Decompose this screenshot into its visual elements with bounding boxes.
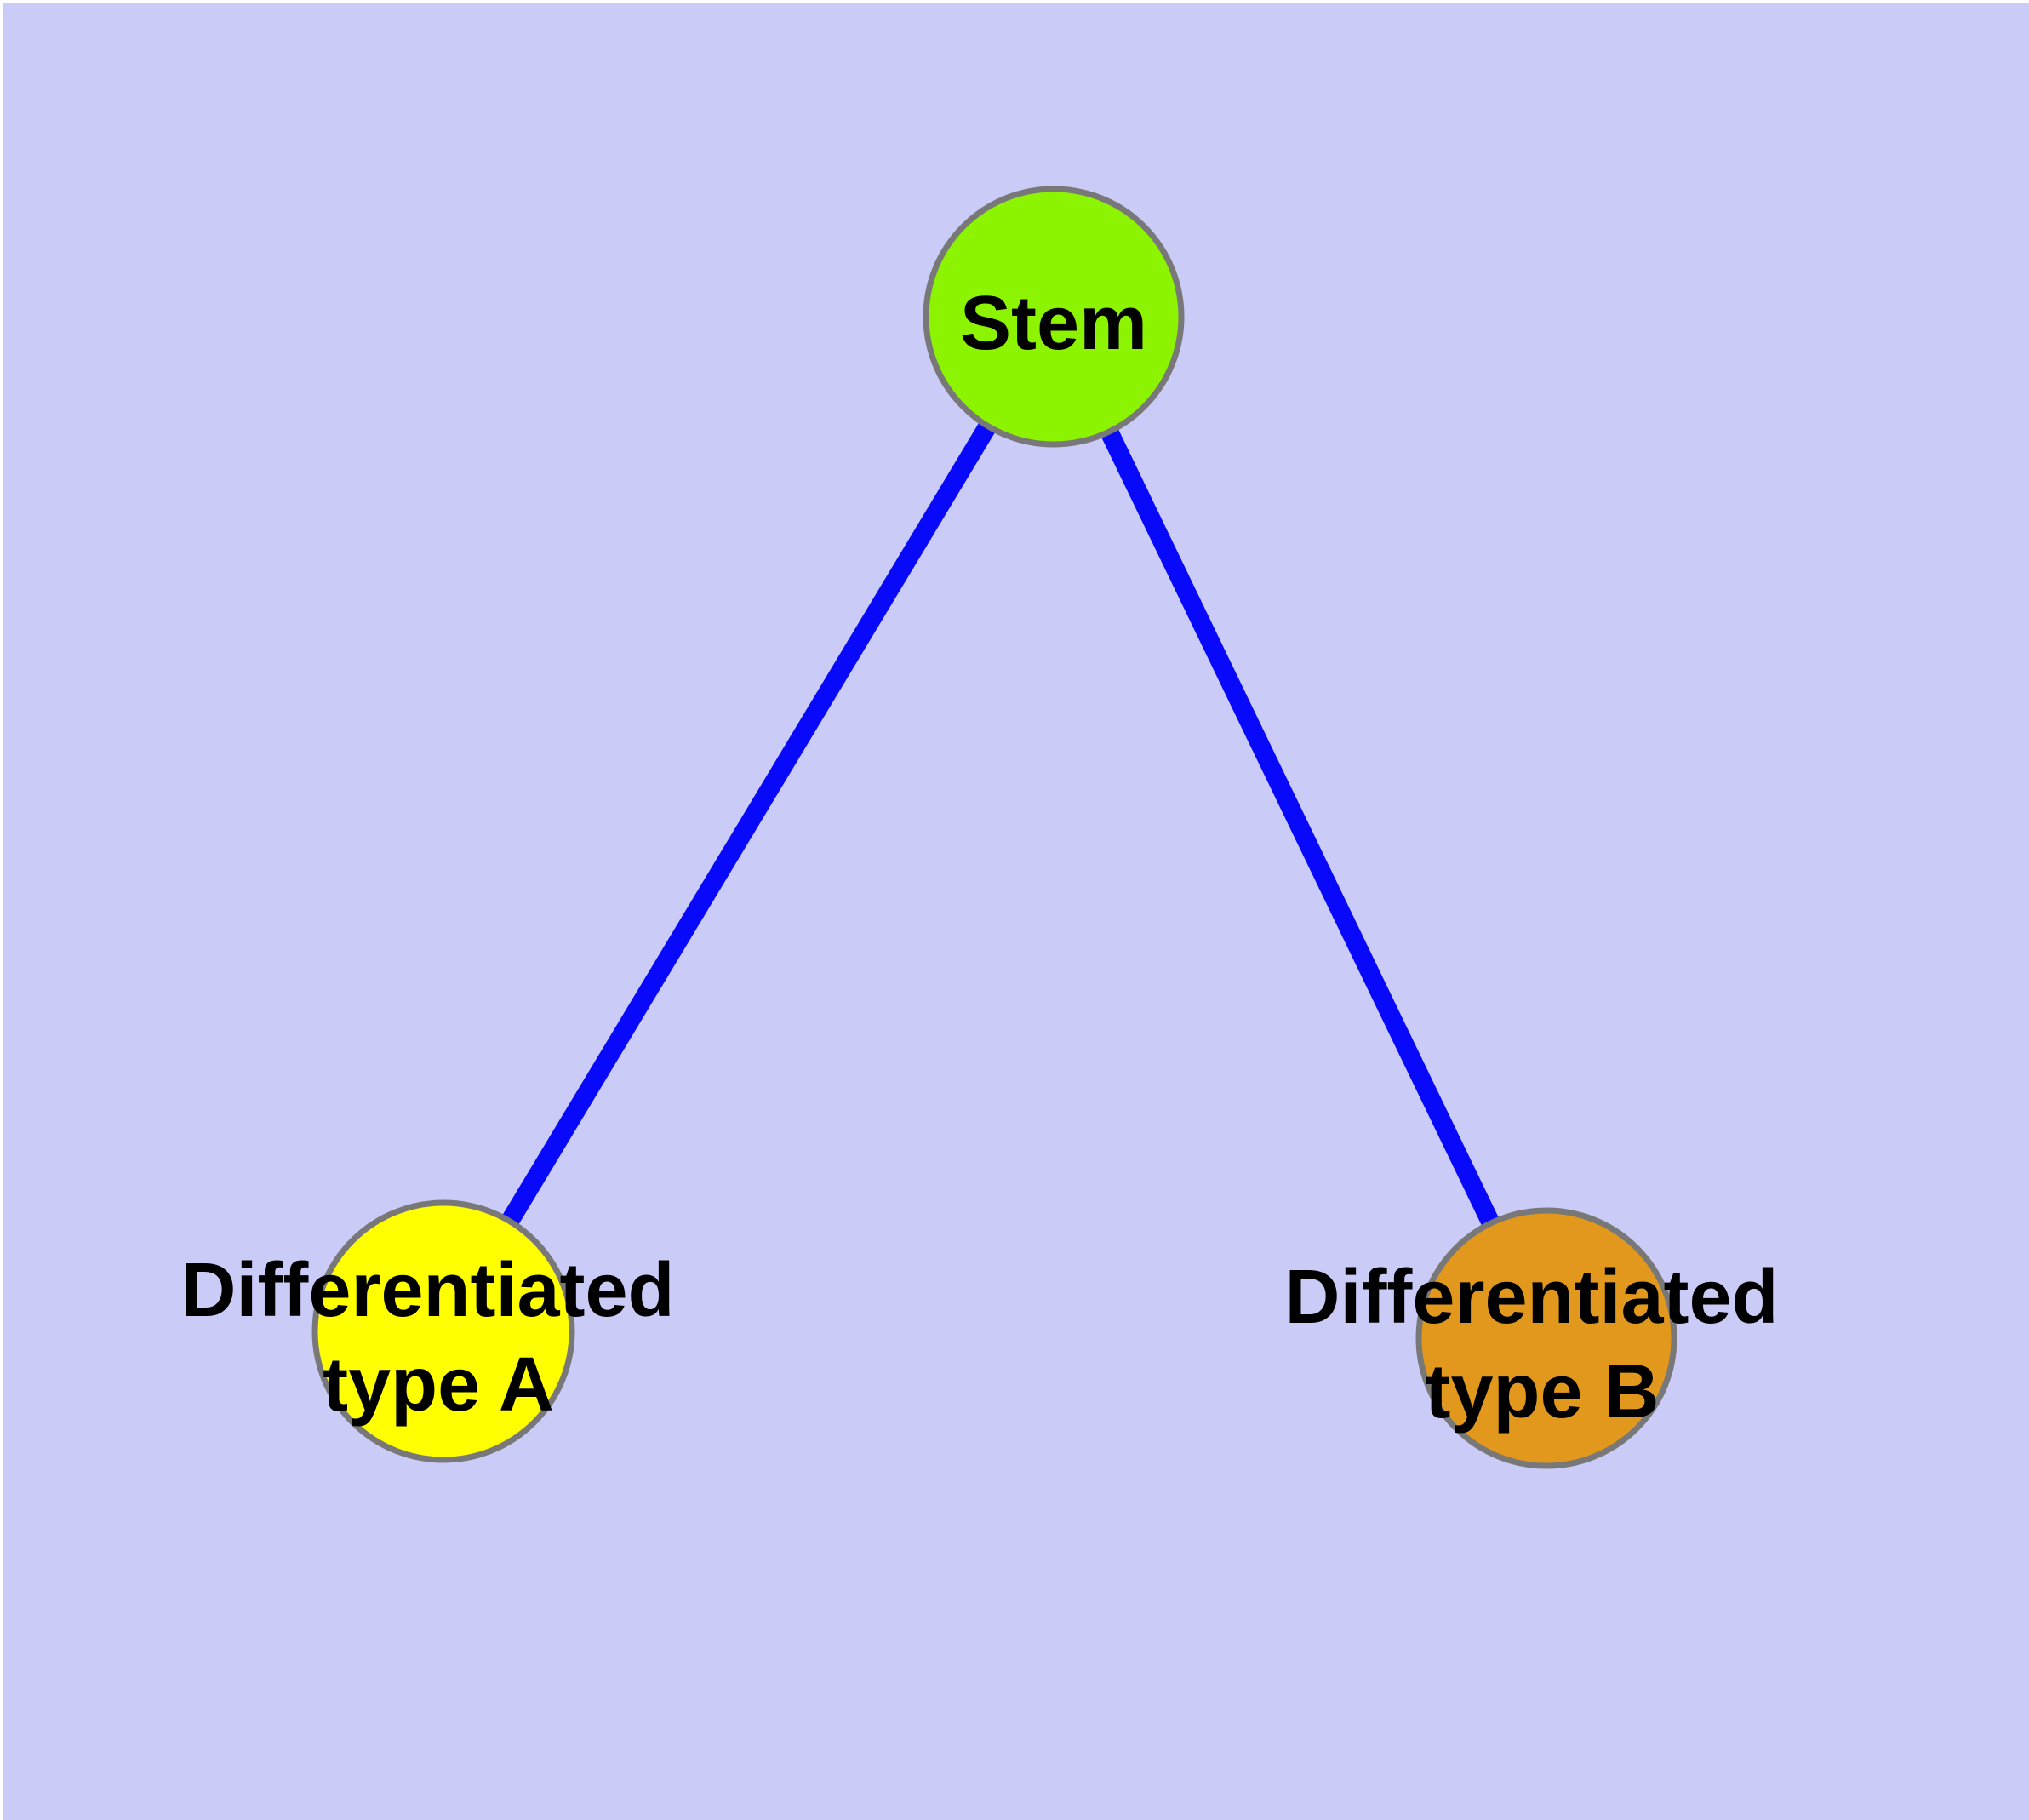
- edge-stem-to-type-a: [435, 312, 1062, 1336]
- node-type-a-label-line2: type A: [323, 1342, 554, 1428]
- node-stem-label: Stem: [960, 281, 1147, 366]
- node-type-a-label-line1: Differentiated: [180, 1248, 674, 1333]
- node-type-b-circle: [1415, 1207, 1677, 1469]
- node-type-a-label: Differentiated type A: [180, 1248, 695, 1428]
- node-type-b-label-line2: type B: [1425, 1349, 1659, 1434]
- node-type-a-circle: [311, 1199, 575, 1463]
- node-type-b-label-line1: Differentiated: [1284, 1255, 1778, 1340]
- edge-stem-to-type-b: [1045, 312, 1555, 1342]
- node-stem-circle: [923, 186, 1185, 448]
- node-type-b-label: Differentiated type B: [1284, 1255, 1799, 1434]
